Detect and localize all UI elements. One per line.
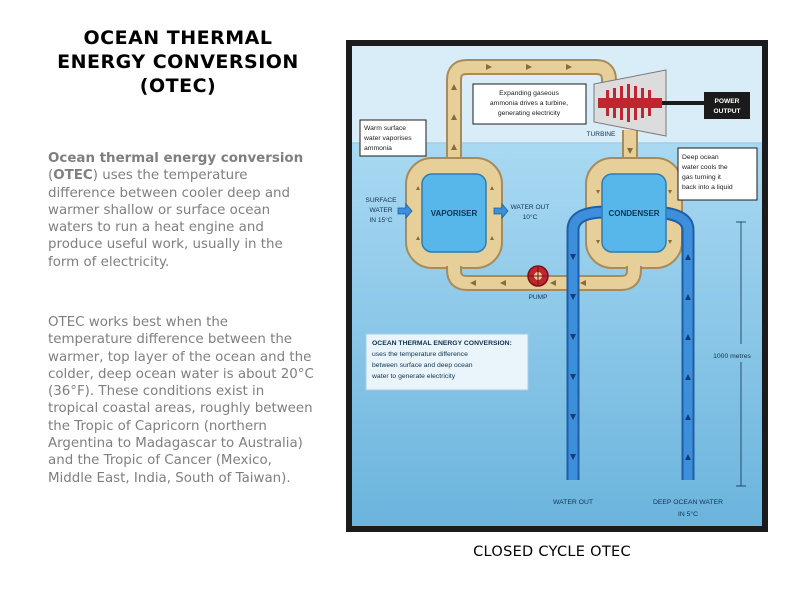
pump-label: PUMP (528, 294, 548, 301)
otec-diagram: VAPORISER CONDENSER SURFACE WATER IN 15°… (346, 40, 768, 532)
deep-note-text: Deep ocean water cools the gas turning i… (681, 154, 733, 191)
turbine-label: TURBINE (587, 131, 617, 138)
diagram-caption: CLOSED CYCLE OTEC (473, 544, 631, 560)
title-line-3: (OTEC) (139, 75, 217, 97)
depth-marker (736, 221, 746, 487)
expanding-note-text: Expanding gaseous ammonia drives a turbi… (490, 90, 568, 117)
info-text: OCEAN THERMAL ENERGY CONVERSION: uses th… (371, 340, 512, 380)
svg-text:WATER: WATER (369, 207, 392, 214)
svg-text:ammonia drives a turbine,: ammonia drives a turbine, (490, 100, 568, 107)
page-title: OCEAN THERMAL ENERGY CONVERSION (OTEC) (40, 26, 316, 98)
pump-icon (527, 265, 549, 287)
svg-text:IN 15°C: IN 15°C (369, 216, 392, 224)
intro-abbr-open: ( (48, 168, 54, 184)
svg-text:generating electricity: generating electricity (498, 110, 561, 117)
svg-text:water cools the: water cools the (681, 164, 728, 171)
water-out-pipe (566, 205, 607, 480)
svg-text:OUTPUT: OUTPUT (713, 108, 740, 115)
svg-text:between surface and deep ocean: between surface and deep ocean (372, 362, 473, 369)
info-box (365, 333, 529, 391)
intro-abbr: OTEC (53, 168, 93, 184)
svg-text:SURFACE: SURFACE (365, 197, 397, 204)
svg-text:Deep ocean: Deep ocean (682, 154, 719, 161)
svg-text:10°C: 10°C (523, 213, 538, 221)
svg-text:Warm surface: Warm surface (364, 125, 406, 132)
conditions-paragraph: OTEC works best when the temperature dif… (48, 315, 314, 486)
warm-note-text: Warm surface water vaporises ammonia (363, 125, 412, 152)
surface-water-label: SURFACE WATER IN 15°C (365, 197, 397, 224)
depth-label: 1000 metres (713, 353, 751, 360)
svg-text:WATER OUT: WATER OUT (511, 204, 550, 211)
svg-text:OCEAN THERMAL ENERGY CONVERSIO: OCEAN THERMAL ENERGY CONVERSION: (372, 340, 512, 347)
intro-paragraph: Ocean thermal energy conversion (OTEC) u… (48, 150, 316, 271)
title-line-1: OCEAN THERMAL (83, 27, 273, 49)
deep-note-box (677, 147, 758, 201)
water-out-label: WATER OUT (553, 499, 593, 506)
condenser-tank (601, 173, 667, 253)
svg-text:water vaporises: water vaporises (363, 135, 412, 142)
surface-water-in-arrow (397, 202, 413, 220)
water-out-arrow (493, 202, 509, 220)
vaporiser-label: VAPORISER (431, 209, 478, 218)
deep-ocean-water-label: DEEP OCEAN WATER IN 5°C (653, 499, 723, 518)
intro-term: Ocean thermal energy conversion (48, 151, 304, 166)
warm-note-box (359, 119, 427, 157)
vaporiser-tank (421, 173, 487, 253)
svg-text:Expanding gaseous: Expanding gaseous (499, 90, 559, 97)
svg-text:back into a liquid: back into a liquid (682, 184, 733, 191)
expanding-note-box (472, 83, 587, 125)
power-output-label: POWER OUTPUT (713, 98, 740, 115)
svg-text:gas turning it: gas turning it (682, 174, 721, 181)
svg-text:DEEP OCEAN WATER: DEEP OCEAN WATER (653, 499, 723, 506)
intro-rest: ) uses the temperature difference betwee… (48, 168, 291, 270)
water-out-temp-label: WATER OUT 10°C (511, 204, 550, 221)
svg-text:IN 5°C: IN 5°C (678, 510, 698, 518)
svg-text:ammonia: ammonia (364, 145, 392, 152)
svg-text:water to generate electricity: water to generate electricity (371, 373, 456, 380)
svg-text:uses the temperature differenc: uses the temperature difference (372, 351, 468, 358)
turbine-icon (593, 69, 704, 137)
condenser-label: CONDENSER (608, 209, 659, 218)
svg-text:POWER: POWER (715, 98, 740, 105)
title-line-2: ENERGY CONVERSION (57, 51, 299, 73)
power-output-box (704, 92, 750, 119)
